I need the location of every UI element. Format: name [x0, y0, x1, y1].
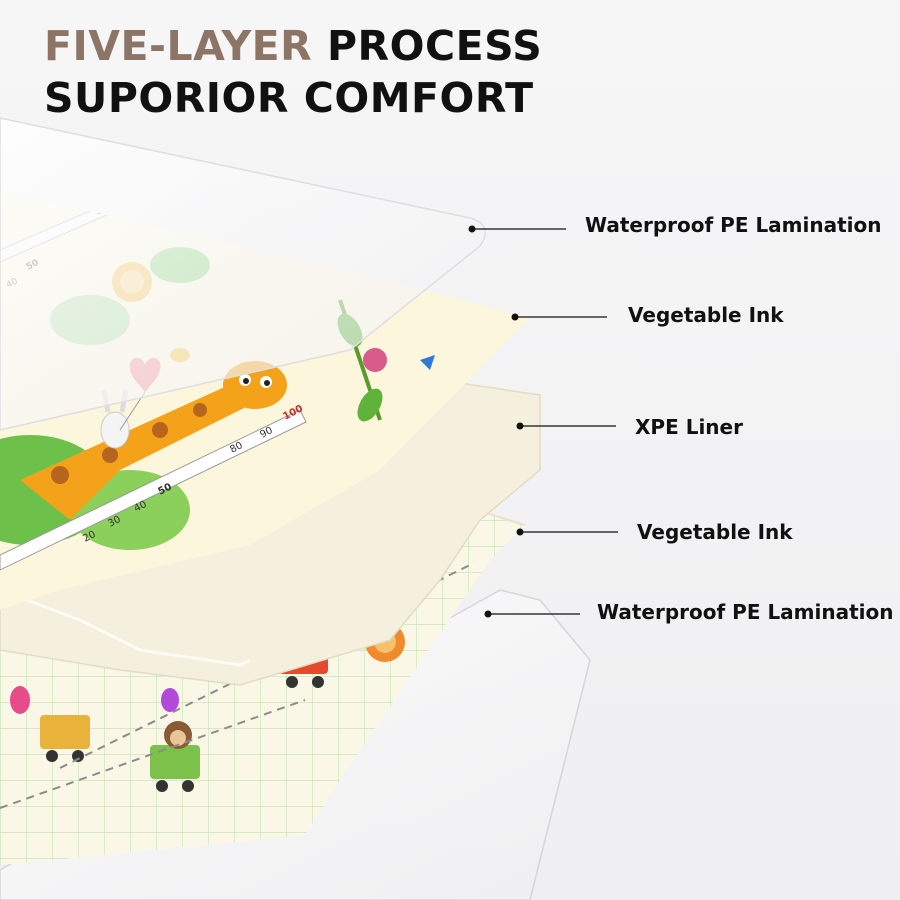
headline-line-2: SUPORIOR COMFORT — [44, 74, 534, 122]
ruler-number: 80 — [228, 440, 244, 456]
headline: FIVE-LAYER PROCESS SUPORIOR COMFORT — [44, 20, 542, 124]
callout-dot — [516, 422, 524, 430]
callout-dot — [511, 313, 519, 321]
callout-dot — [484, 610, 492, 618]
top-pe-film — [0, 117, 486, 431]
callout-lines — [472, 228, 618, 615]
layer-label-vegetable-ink-bottom: Vegetable Ink — [637, 520, 793, 544]
layer-label-waterproof-pe-top: Waterproof PE Lamination — [585, 213, 882, 237]
layer-label-waterproof-pe-bottom: Waterproof PE Lamination — [597, 600, 894, 624]
ruler-number: 40 — [132, 499, 148, 515]
ruler-number: 30 — [106, 514, 122, 530]
callout-dot — [516, 528, 524, 536]
layer-label-xpe-liner: XPE Liner — [635, 415, 743, 439]
headline-rest: PROCESS — [327, 22, 543, 70]
layer-label-vegetable-ink-top: Vegetable Ink — [628, 303, 784, 327]
callout-dot — [468, 225, 476, 233]
ruler-number: 20 — [81, 529, 97, 545]
headline-line-1: FIVE-LAYER PROCESS — [44, 20, 542, 72]
headline-accent: FIVE-LAYER — [44, 22, 313, 70]
ruler-number: 90 — [258, 425, 274, 441]
callout-dots — [468, 225, 524, 618]
